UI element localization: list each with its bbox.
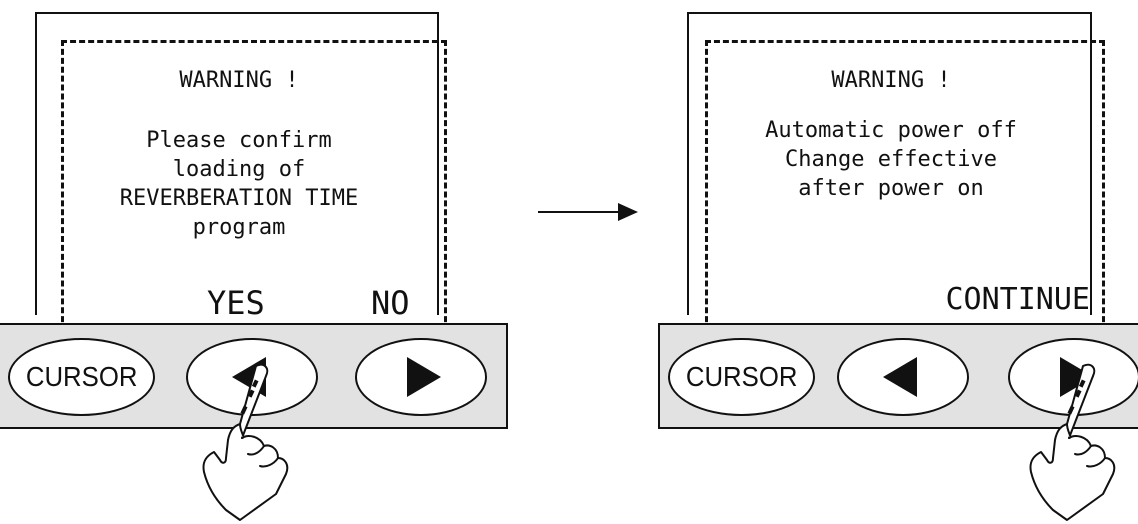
pointing-hand-icon	[202, 363, 289, 521]
button-panel-right: CURSOR	[658, 323, 1138, 429]
warning-title: WARNING !	[179, 68, 299, 93]
display-dotted-frame	[705, 40, 1105, 340]
display-screen-right: WARNING ! Automatic power off Change eff…	[687, 12, 1105, 340]
display-screen-left: WARNING ! Please confirm loading of REVE…	[35, 12, 447, 340]
cursor-button[interactable]: CURSOR	[8, 338, 155, 416]
option-continue[interactable]: CONTINUE	[945, 282, 1091, 317]
warning-title: WARNING !	[831, 68, 951, 93]
option-yes[interactable]: YES	[207, 284, 265, 322]
cursor-label: CURSOR	[25, 361, 138, 392]
warning-message: Please confirm loading of REVERBERATION …	[119, 128, 359, 240]
left-arrow-icon	[883, 357, 917, 397]
pointing-hand-icon	[1029, 363, 1116, 521]
right-arrow-button[interactable]	[355, 338, 487, 416]
display-dotted-frame	[61, 40, 447, 340]
cursor-label: CURSOR	[685, 361, 798, 392]
option-no[interactable]: NO	[371, 284, 410, 322]
warning-message: Automatic power off Change effective aft…	[765, 118, 1017, 201]
cursor-button[interactable]: CURSOR	[668, 338, 815, 416]
right-arrow-icon	[407, 357, 441, 397]
left-arrow-button[interactable]	[837, 338, 969, 416]
flow-arrow-icon	[538, 203, 638, 221]
